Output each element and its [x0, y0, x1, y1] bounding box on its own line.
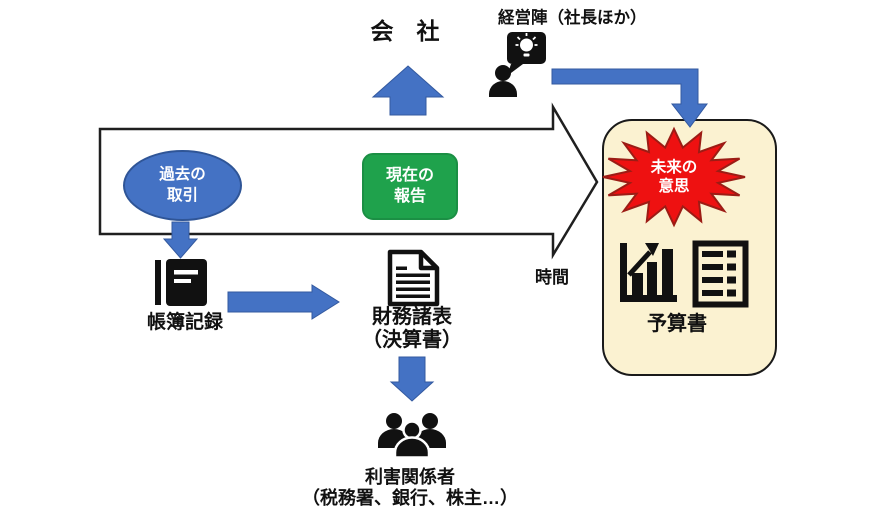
budget-label: 予算書: [647, 313, 707, 335]
past-label-line1: 過去の: [159, 166, 206, 184]
present-label-line2: 報告: [393, 187, 426, 205]
lightbulb-icon: [515, 33, 538, 57]
financial-statements-label: 財務諸表 （決算書）: [350, 306, 474, 352]
future-starburst: [602, 126, 746, 228]
rising-bar-chart-icon: [620, 243, 677, 302]
financial-label-line1: 財務諸表: [372, 306, 452, 328]
past-label-line2: 取引: [166, 186, 198, 204]
financial-label-line2: （決算書）: [362, 329, 462, 351]
starburst-shape: [602, 126, 746, 228]
financial-to-stakeholders-arrow: [389, 356, 435, 402]
person-with-idea-bubble-icon: [489, 32, 546, 97]
past-transactions-node: 過去の 取引: [123, 150, 242, 221]
present-report-node: 現在の 報告: [362, 153, 458, 220]
stakeholders-label: 利害関係者 （税務署、銀行、株主…）: [285, 467, 535, 509]
past-to-ledger-arrow: [162, 221, 199, 259]
management-label: 経営陣（社長ほか）: [498, 9, 647, 27]
present-label-line1: 現在の: [385, 166, 434, 184]
stakeholders-label-line2: （税務署、銀行、株主…）: [302, 488, 518, 508]
checklist-document-icon: [692, 240, 749, 308]
people-group-icon: [378, 413, 446, 459]
time-label: 時間: [535, 268, 569, 287]
company-up-arrow: [371, 65, 445, 116]
ledger-label: 帳簿記録: [146, 312, 223, 333]
person-silhouette: [489, 65, 517, 97]
future-intention-node: 未来の 意思: [600, 125, 748, 229]
ledger-book-icon: [155, 259, 207, 306]
company-label: 会 社: [370, 18, 440, 44]
stakeholders-label-line1: 利害関係者: [365, 467, 455, 487]
future-label-line2: 意思: [658, 178, 690, 195]
ledger-to-financial-arrow: [227, 284, 340, 320]
document-icon: [387, 249, 440, 307]
future-label-line1: 未来の: [650, 158, 698, 176]
